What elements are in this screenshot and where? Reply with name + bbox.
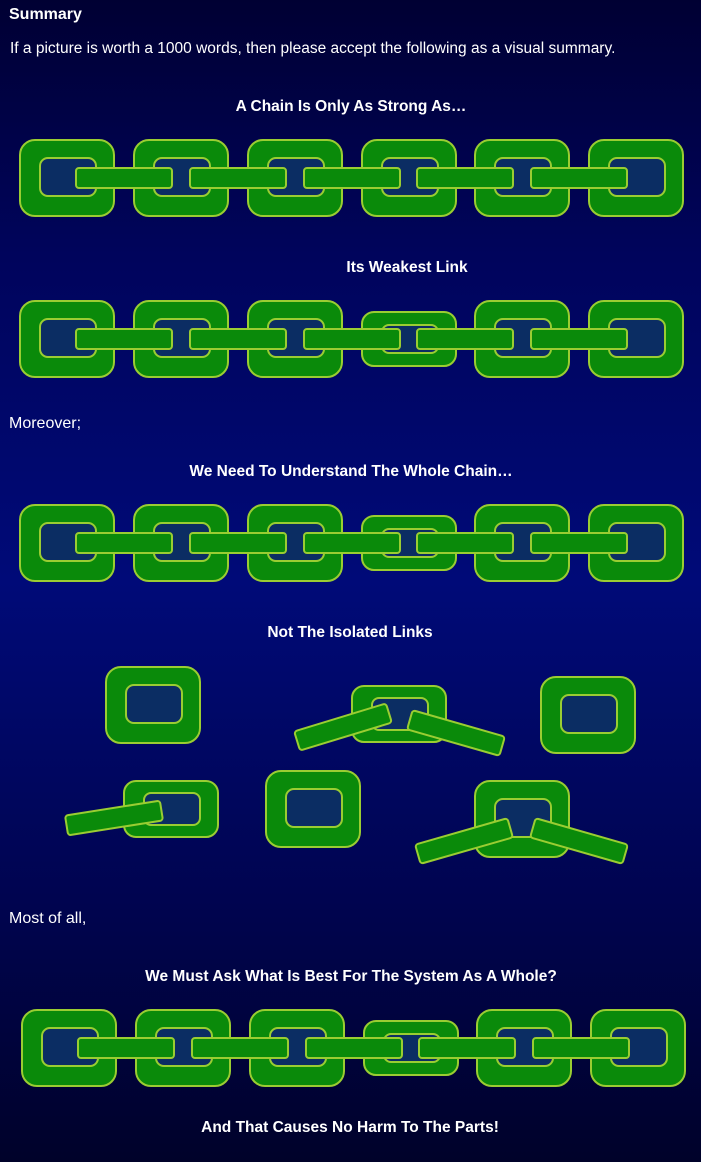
caption-ask: We Must Ask What Is Best For The System … bbox=[145, 968, 557, 985]
moreover-text: Moreover; bbox=[9, 415, 82, 432]
connector-bar bbox=[75, 532, 173, 554]
isolated-link bbox=[540, 676, 636, 754]
caption-strong: A Chain Is Only As Strong As… bbox=[235, 98, 467, 115]
connector-bar bbox=[530, 328, 628, 350]
caption-weakest: Its Weakest Link bbox=[346, 259, 468, 276]
broken-bar bbox=[529, 817, 629, 865]
connector-bar bbox=[189, 167, 287, 189]
connector-bar bbox=[189, 532, 287, 554]
connector-bar bbox=[77, 1037, 175, 1059]
chain-whole-diagram bbox=[19, 504, 684, 582]
chain-icon bbox=[21, 1009, 686, 1087]
connector-bar bbox=[303, 532, 401, 554]
connector-bar bbox=[530, 532, 628, 554]
isolated-link bbox=[105, 666, 201, 744]
connector-bar bbox=[191, 1037, 289, 1059]
connector-bar bbox=[416, 167, 514, 189]
connector-bar bbox=[75, 167, 173, 189]
connector-bar bbox=[303, 328, 401, 350]
caption-whole-chain: We Need To Understand The Whole Chain… bbox=[189, 463, 513, 480]
chain-icon bbox=[19, 504, 684, 582]
chain-complete-diagram bbox=[19, 139, 684, 217]
broken-bar bbox=[64, 800, 164, 836]
broken-bar bbox=[293, 703, 393, 751]
intro-text: If a picture is worth a 1000 words, then… bbox=[10, 40, 616, 57]
broken-bar bbox=[414, 817, 514, 865]
connector-bar bbox=[418, 1037, 516, 1059]
connector-bar bbox=[75, 328, 173, 350]
chain-icon bbox=[19, 139, 684, 217]
caption-isolated: Not The Isolated Links bbox=[267, 624, 433, 641]
isolated-links-diagram bbox=[64, 666, 636, 865]
broken-bar bbox=[406, 709, 506, 757]
chain-system-diagram bbox=[21, 1009, 686, 1087]
summary-heading: Summary bbox=[9, 6, 82, 23]
connector-bar bbox=[530, 167, 628, 189]
isolated-link bbox=[265, 770, 361, 848]
connector-bar bbox=[532, 1037, 630, 1059]
connector-bar bbox=[303, 167, 401, 189]
broken-link bbox=[474, 780, 570, 858]
most-of-all-text: Most of all, bbox=[9, 910, 87, 927]
connector-bar bbox=[189, 328, 287, 350]
chain-icon bbox=[19, 300, 684, 378]
chain-weak-diagram bbox=[19, 300, 684, 378]
connector-bar bbox=[416, 328, 514, 350]
caption-no-harm: And That Causes No Harm To The Parts! bbox=[201, 1119, 499, 1136]
connector-bar bbox=[416, 532, 514, 554]
connector-bar bbox=[305, 1037, 403, 1059]
broken-chain-icon bbox=[64, 666, 636, 865]
